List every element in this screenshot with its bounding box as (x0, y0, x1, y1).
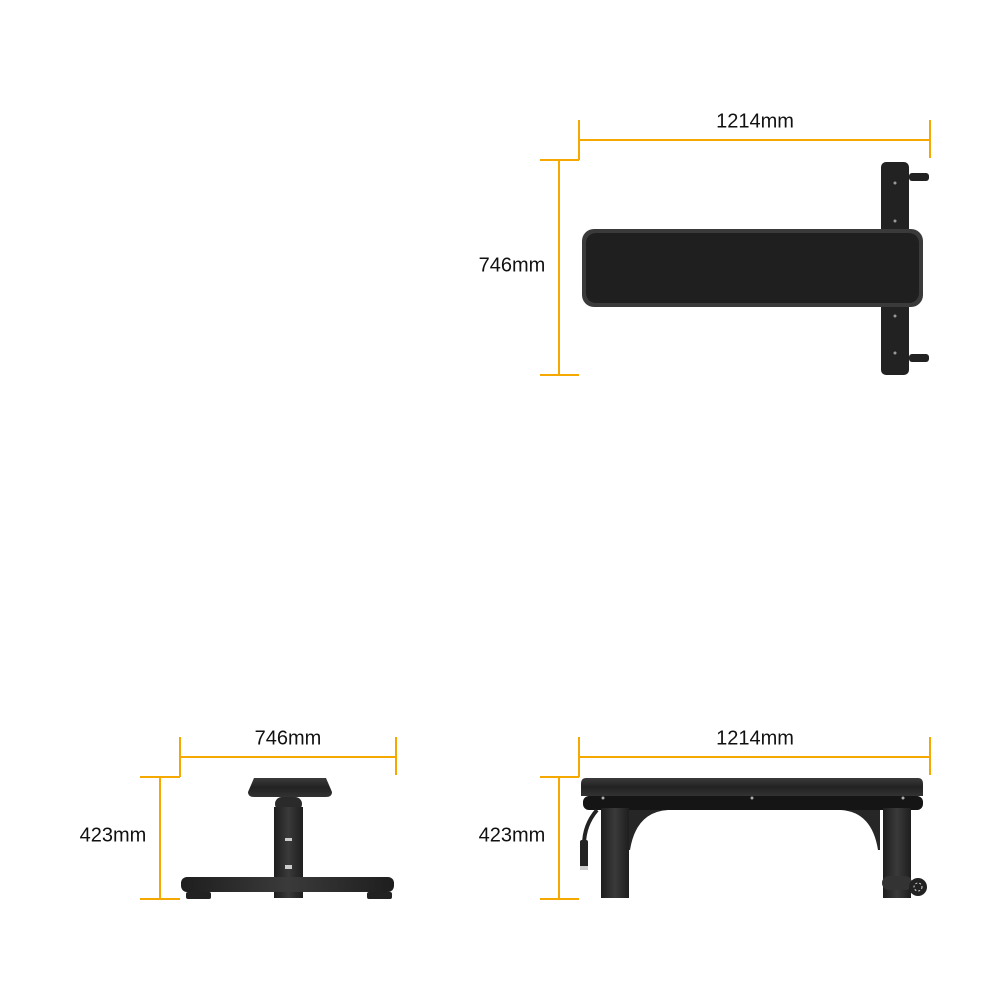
front-view-height-label: 423mm (79, 824, 147, 847)
bench-top-view (582, 162, 929, 375)
top-view-depth-label: 746mm (478, 254, 546, 277)
top-view-width-label: 1214mm (716, 110, 794, 133)
side-view-width-label: 1214mm (716, 727, 794, 750)
top-view-dimensions (540, 120, 931, 376)
front-view-width-label: 746mm (254, 727, 322, 750)
front-view-dimensions (140, 737, 397, 900)
bench-side-view (580, 778, 927, 898)
bench-front-view (181, 778, 394, 899)
side-view-height-label: 423mm (478, 824, 546, 847)
side-view-dimensions (540, 737, 931, 900)
